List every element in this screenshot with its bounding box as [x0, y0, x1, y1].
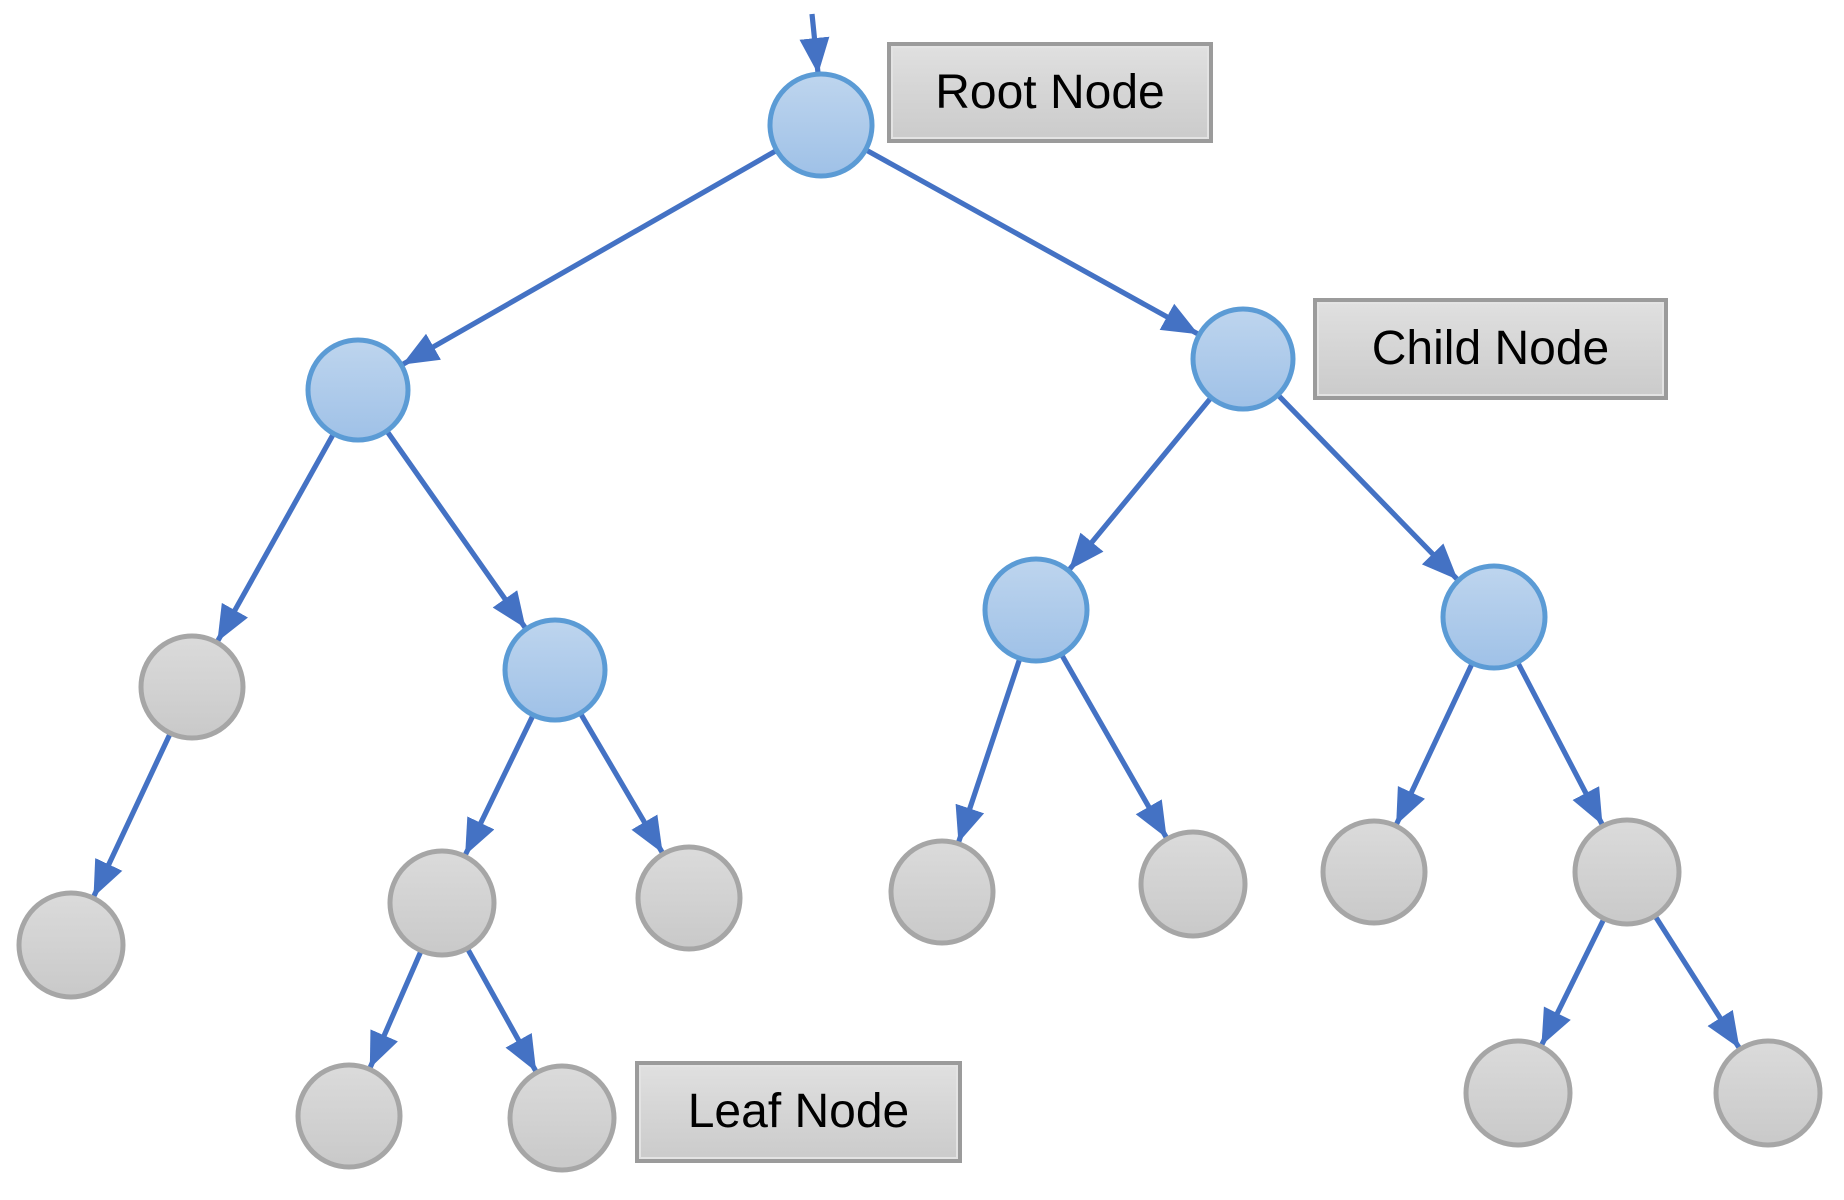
- root-node-label: Root Node: [887, 42, 1213, 143]
- tree-edge-l-ll: [215, 430, 337, 643]
- tree-node-lrl2-gray: [507, 1063, 617, 1173]
- tree-node-root-blue: [767, 71, 875, 179]
- tree-node-l-blue: [305, 337, 411, 443]
- tree-edge-rl-rll: [955, 655, 1023, 843]
- tree-node-rrl-gray: [1320, 818, 1428, 926]
- tree-node-lr-blue: [502, 617, 608, 723]
- tree-node-r-blue: [1190, 306, 1296, 412]
- tree-edge-rr-rrr: [1514, 659, 1605, 826]
- tree-node-lrr-gray: [635, 844, 743, 952]
- tree-node-rr-blue: [1440, 563, 1548, 671]
- node-layer: [16, 71, 1823, 1173]
- child-node-label: Child Node: [1313, 298, 1668, 400]
- tree-node-lll-gray: [16, 890, 126, 1000]
- tree-node-rlr-gray: [1138, 829, 1248, 939]
- tree-node-ll-gray: [138, 633, 246, 741]
- tree-edge-lr-lrr: [577, 710, 665, 854]
- tree-node-lrl-gray: [387, 848, 497, 958]
- tree-edge-rr-rrl: [1394, 660, 1476, 826]
- tree-edge-lrl-lrl1: [367, 947, 425, 1069]
- tree-edge-lr-lrl: [463, 712, 537, 856]
- tree-edge-lrl-lrl2: [464, 945, 538, 1073]
- entry-arrow: [799, 13, 830, 74]
- tree-edge-rrr-rrr1: [1539, 915, 1608, 1046]
- tree-node-rrr-gray: [1572, 817, 1682, 927]
- tree-edge-root-r: [862, 146, 1199, 337]
- tree-edge-ll-lll: [91, 730, 174, 898]
- tree-edge-root-l: [401, 147, 780, 367]
- tree-node-rrr2-gray: [1713, 1038, 1823, 1148]
- tree-edge-rl-rlr: [1058, 651, 1169, 839]
- tree-node-rl-blue: [982, 556, 1090, 664]
- tree-edge-r-rr: [1274, 391, 1459, 581]
- tree-edge-l-lr: [383, 427, 528, 629]
- tree-node-rrr1-gray: [1463, 1038, 1573, 1148]
- edge-layer: [91, 13, 1742, 1073]
- leaf-node-label: Leaf Node: [635, 1061, 962, 1163]
- tree-edge-rrr-rrr2: [1651, 912, 1742, 1049]
- tree-node-lrl1-gray: [295, 1062, 403, 1170]
- tree-node-rll-gray: [888, 838, 996, 946]
- tree-edge-r-rl: [1067, 394, 1215, 571]
